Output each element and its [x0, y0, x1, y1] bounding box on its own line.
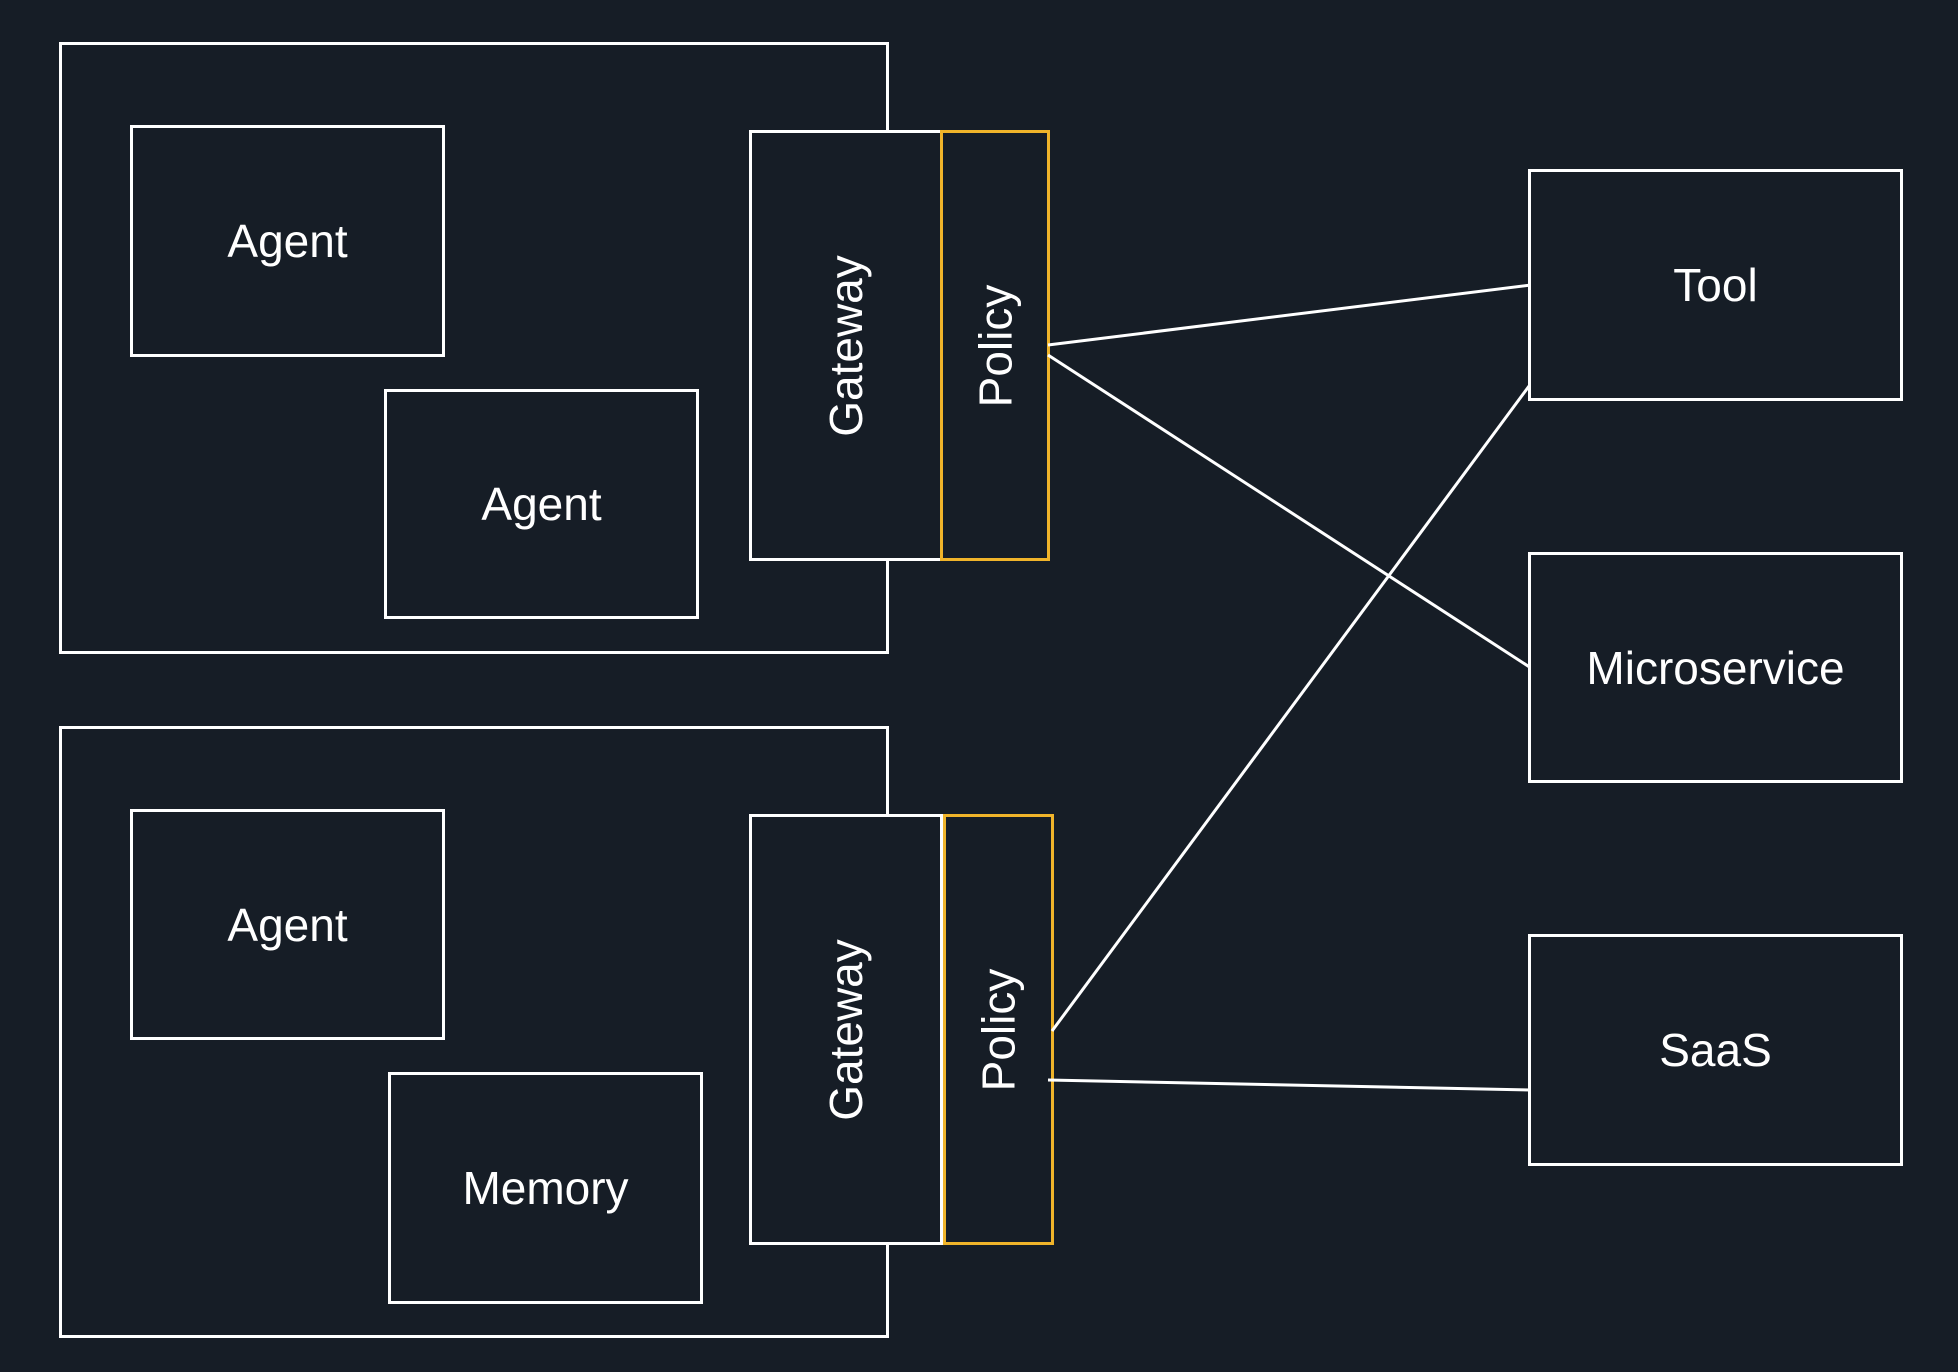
- target-tool-label: Tool: [1673, 259, 1758, 311]
- target-saas: SaaS: [1528, 934, 1903, 1166]
- cluster-2-agent-label: Agent: [227, 898, 348, 951]
- cluster-1-agent-1: Agent: [130, 125, 445, 357]
- cluster-2-policy-label: Policy: [972, 968, 1025, 1091]
- cluster-2-agent: Agent: [130, 809, 445, 1040]
- link-policy1-microservice: [1047, 353, 1532, 670]
- cluster-1-policy-label: Policy: [969, 284, 1021, 407]
- cluster-1-agent-2-label: Agent: [481, 478, 602, 530]
- cluster-1-gateway-label: Gateway: [820, 254, 872, 437]
- link-policy2-tool: [1050, 377, 1537, 1032]
- link-policy1-tool: [1047, 283, 1532, 347]
- cluster-1-agent-1-label: Agent: [227, 215, 348, 267]
- cluster-2-policy: Policy: [943, 814, 1054, 1245]
- cluster-2-gateway: Gateway: [749, 814, 943, 1245]
- cluster-1-agent-2: Agent: [384, 389, 699, 619]
- target-saas-label: SaaS: [1659, 1024, 1772, 1076]
- target-tool: Tool: [1528, 169, 1903, 401]
- cluster-2-gateway-label: Gateway: [820, 938, 872, 1121]
- target-microservice-label: Microservice: [1586, 641, 1845, 694]
- cluster-2-memory: Memory: [388, 1072, 703, 1304]
- cluster-2-memory-label: Memory: [462, 1162, 629, 1214]
- link-policy2-saas: [1047, 1078, 1532, 1092]
- cluster-1-gateway: Gateway: [749, 130, 943, 561]
- cluster-1-policy: Policy: [940, 130, 1050, 561]
- target-microservice: Microservice: [1528, 552, 1903, 783]
